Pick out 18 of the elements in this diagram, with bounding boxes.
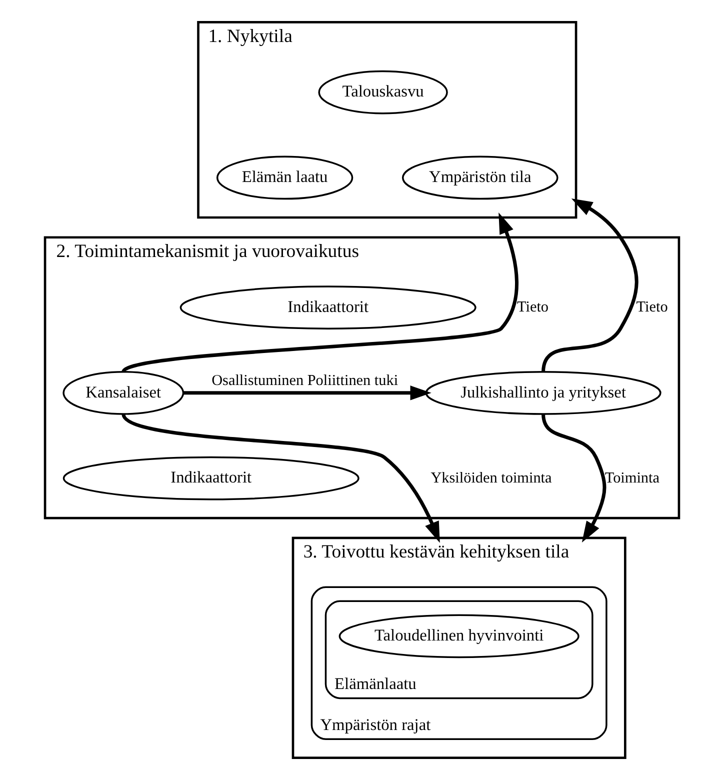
arrow	[541, 198, 638, 372]
node-ellipse: Ympäristön tila	[401, 156, 558, 200]
node-ellipse: Indikaattorit	[179, 286, 476, 330]
arrow	[121, 412, 440, 543]
node-ellipse: Talouskasvu	[318, 70, 448, 114]
arrow	[183, 386, 431, 400]
node-ellipse: Julkishallinto ja yritykset	[424, 371, 661, 415]
node-ellipse: Kansalaiset	[62, 371, 184, 415]
arrow	[122, 212, 518, 374]
node-ellipse: Indikaattorit	[62, 456, 359, 500]
edge-label: Toiminta	[604, 469, 659, 486]
edge-label: Tieto	[516, 298, 548, 316]
node-ellipse: Taloudellinen hyvinvointi	[338, 614, 579, 658]
arrow	[541, 414, 606, 542]
edge-label: Yksilöiden toiminta	[430, 469, 552, 486]
edge-label: Osallistuminen Poliittinen tuki	[211, 372, 398, 390]
node-ellipse: Elämän laatu	[216, 156, 353, 200]
edge-label: Tieto	[636, 298, 668, 316]
